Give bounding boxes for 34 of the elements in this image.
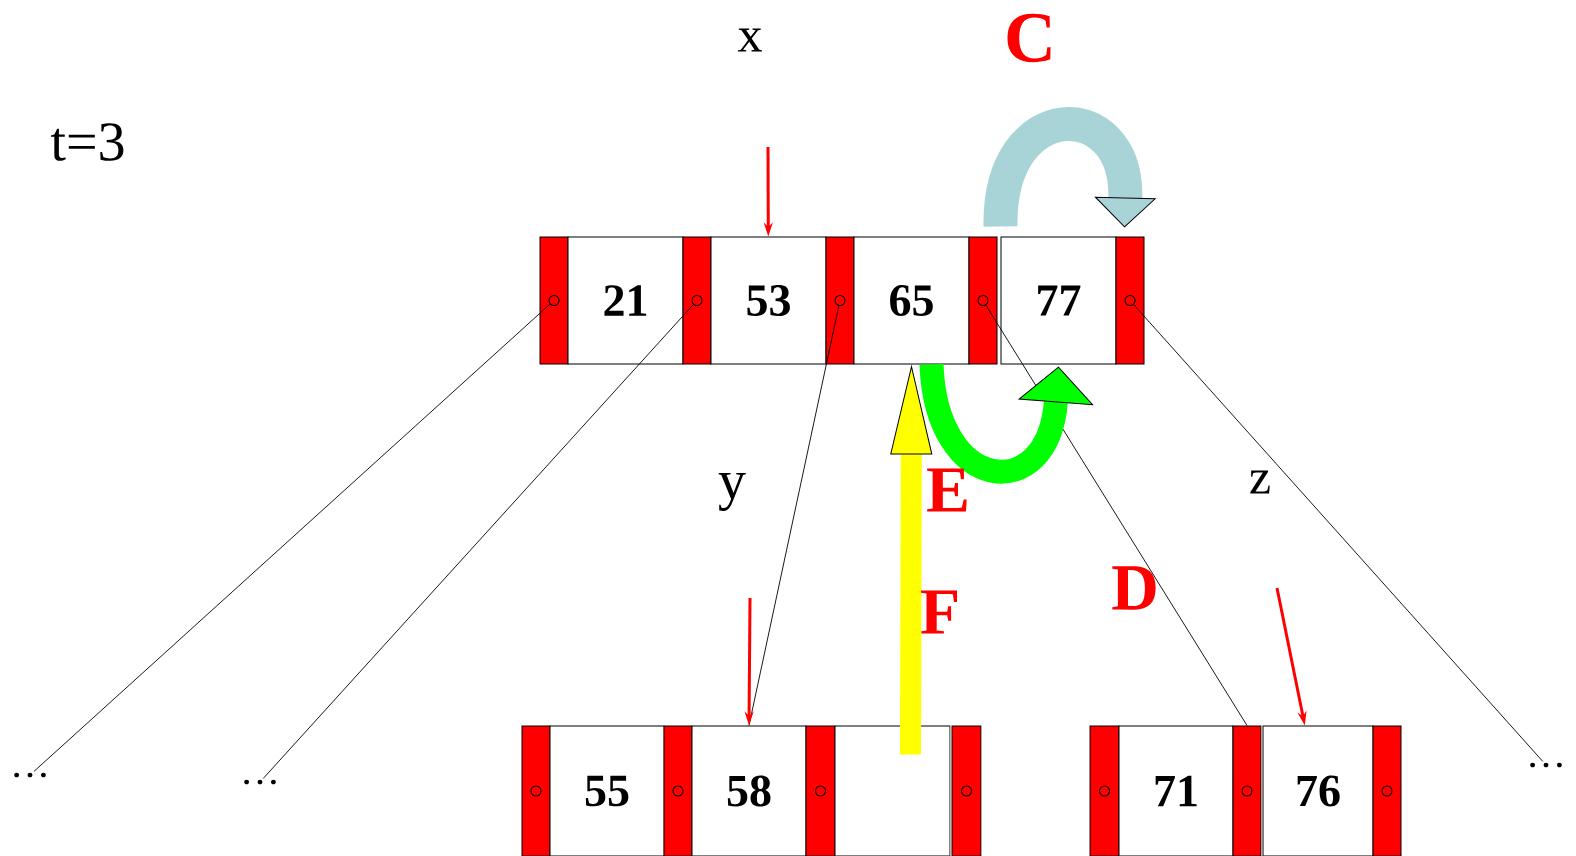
step-letter: D <box>1112 566 1156 610</box>
ellipsis-text: … <box>244 779 276 785</box>
key-cell: 55 <box>549 725 665 856</box>
variable-label: t=3 <box>51 123 124 161</box>
step-letter: E <box>927 468 967 512</box>
pointer-bar <box>663 725 693 856</box>
pointer-bar <box>1115 236 1145 365</box>
pointer-bar <box>951 725 982 856</box>
variable-label: z <box>1250 470 1270 494</box>
key-cell: 76 <box>1262 725 1374 856</box>
pointer-bar <box>539 236 569 365</box>
key-cell: 21 <box>567 236 684 365</box>
pointer-bar <box>1089 725 1120 856</box>
step-letter: C <box>1007 13 1051 63</box>
key-cell: 77 <box>1000 236 1117 365</box>
pointer-bar <box>805 725 836 856</box>
pointer-bar <box>968 236 998 365</box>
empty-key-cell <box>834 725 951 856</box>
pointer-bar <box>682 236 712 365</box>
step-letter: F <box>921 590 957 634</box>
variable-label: y <box>718 473 746 511</box>
variable-label: x <box>737 28 762 52</box>
key-cell: 65 <box>853 236 970 365</box>
pointer-bar <box>1232 725 1262 856</box>
ellipsis-text: … <box>14 772 46 778</box>
pointer-bar <box>521 725 551 856</box>
pointer-bar <box>825 236 855 365</box>
pointer-bar <box>1372 725 1402 856</box>
curved-arrow <box>983 107 1156 228</box>
key-cell: 71 <box>1118 725 1234 856</box>
key-cell: 58 <box>691 725 807 856</box>
ellipsis-text: … <box>1530 762 1562 768</box>
key-cell: 53 <box>710 236 827 365</box>
block-arrow <box>890 366 933 755</box>
